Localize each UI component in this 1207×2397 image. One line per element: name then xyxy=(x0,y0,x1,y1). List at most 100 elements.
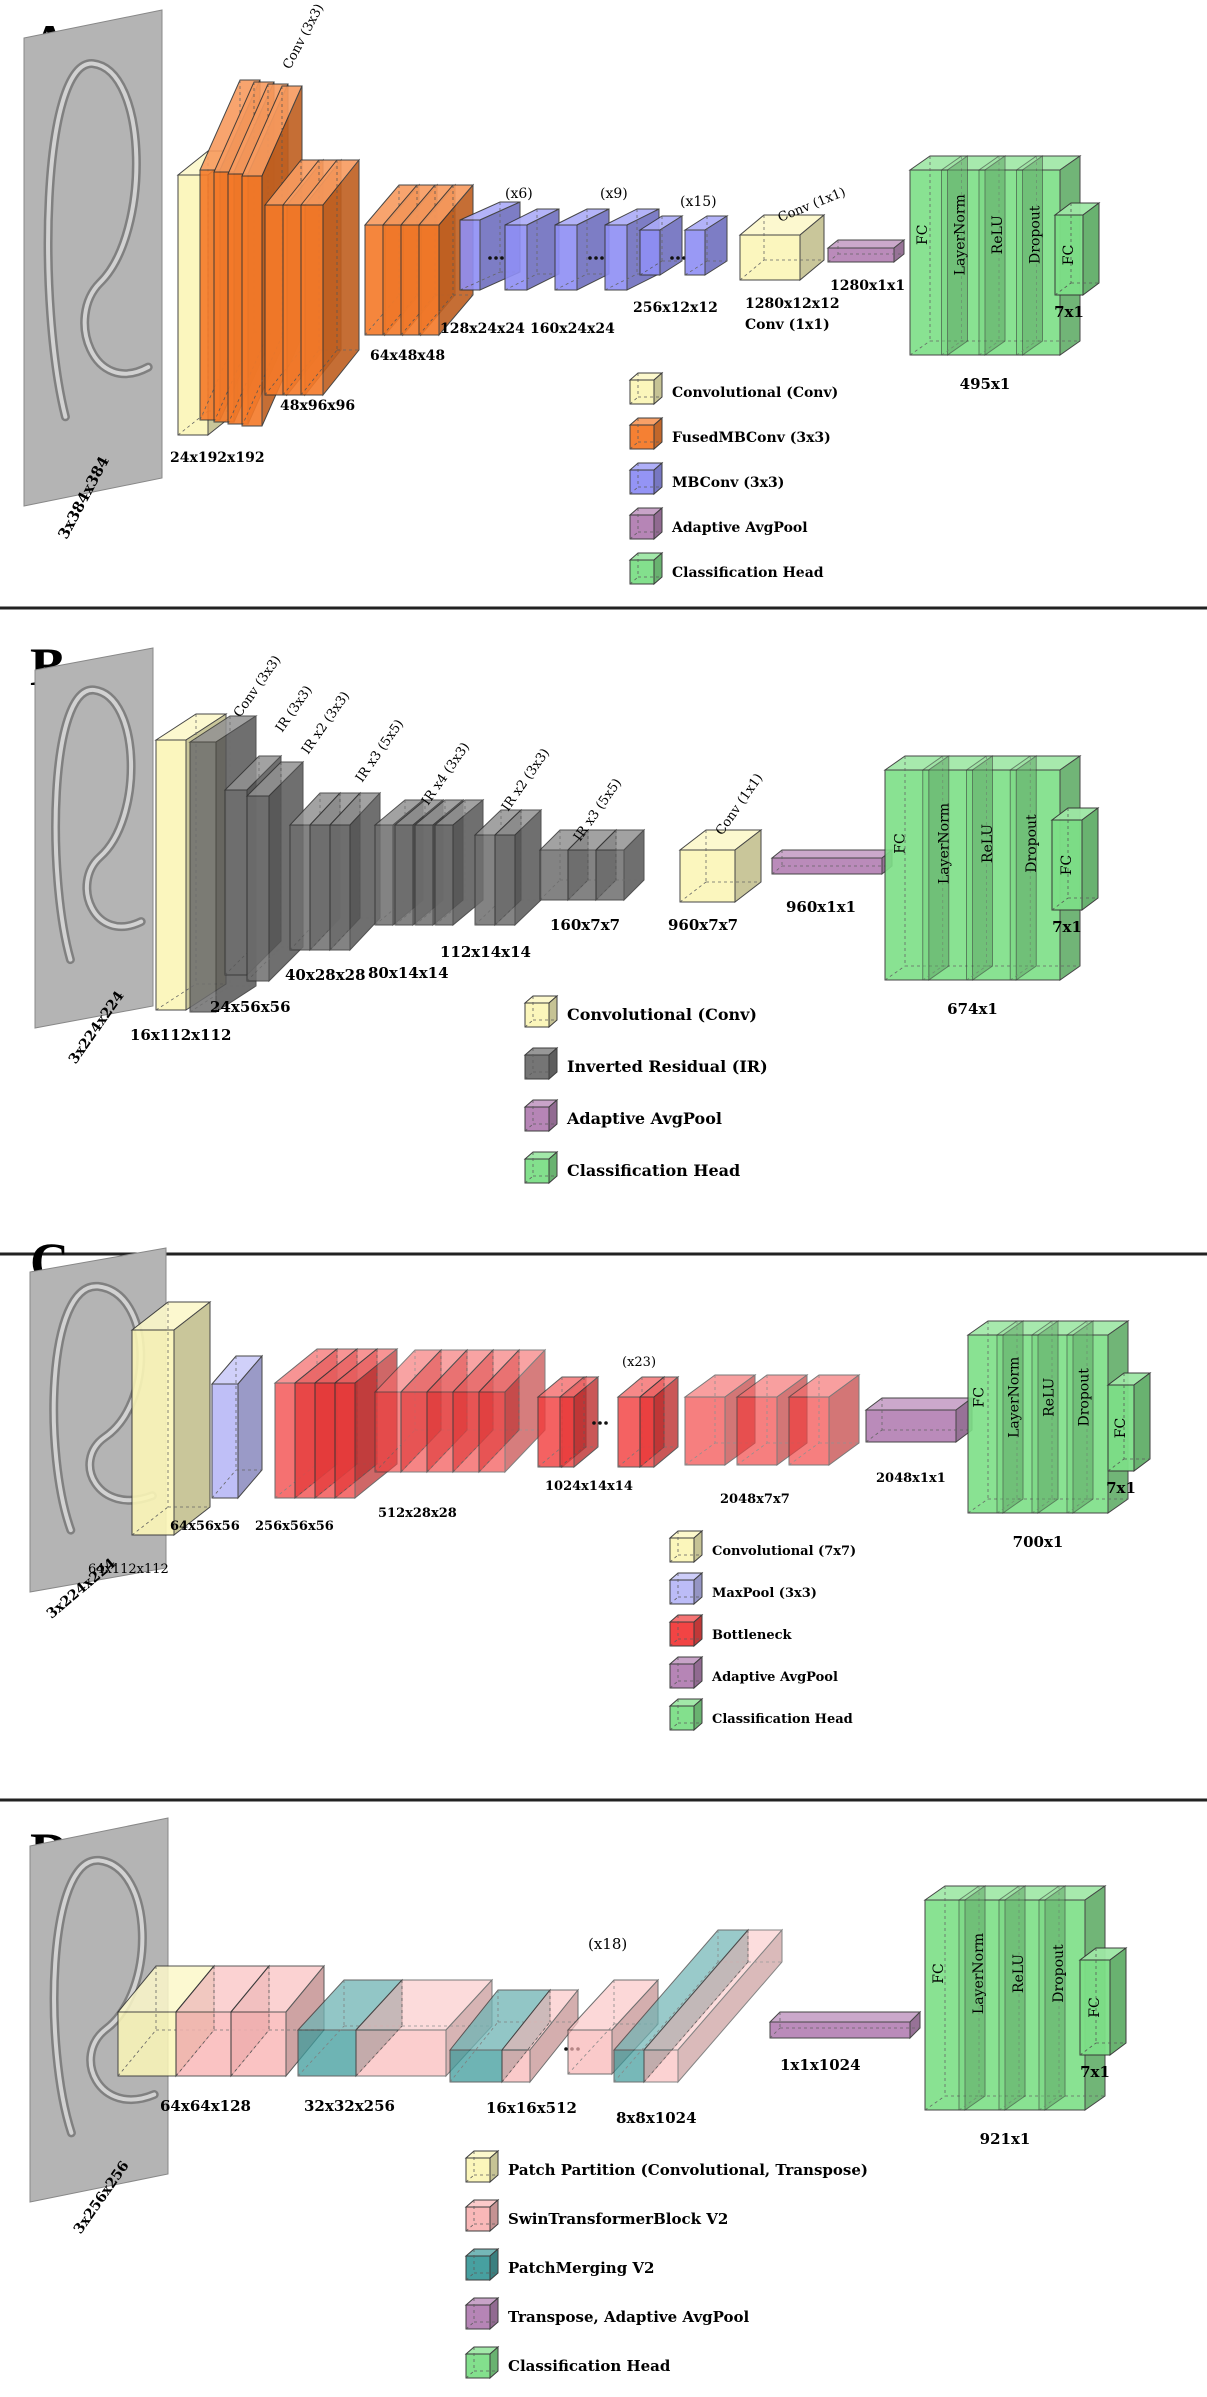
head-layer-divider xyxy=(1014,155,1045,356)
dim-label: 2048x7x7 xyxy=(720,1492,790,1507)
dim-label: 24x56x56 xyxy=(210,998,291,1016)
swin-block xyxy=(642,1928,784,2084)
head-layer-divider xyxy=(921,755,951,981)
legend-label: FusedMBConv (3x3) xyxy=(672,430,831,446)
legend-label: Classification Head xyxy=(508,2357,671,2375)
block-annotation: Conv (1x1) xyxy=(713,771,766,838)
legend-swatch xyxy=(628,551,664,586)
block-annotation: (x9) xyxy=(600,186,628,202)
head-layer-label: FC xyxy=(893,833,909,853)
head-output-fc xyxy=(1053,202,1101,296)
dim-label: 64x48x48 xyxy=(370,348,445,364)
ellipsis-dot xyxy=(600,256,604,260)
head-layer-label: FC xyxy=(931,1963,947,1983)
head-output-fc xyxy=(1106,1372,1152,1472)
ir-block xyxy=(594,828,646,902)
legend-swatch xyxy=(523,1046,559,1081)
head-layer-label: Dropout xyxy=(1027,205,1043,264)
dim-label: 960x1x1 xyxy=(786,898,856,916)
head-dim-label: 495x1 xyxy=(960,375,1011,393)
mbconv-block xyxy=(683,215,729,276)
dim-label: 128x24x24 xyxy=(440,321,525,337)
legend-swatch xyxy=(464,2345,500,2380)
legend-label: Classification Head xyxy=(672,565,824,581)
legend-label: Classification Head xyxy=(712,1712,853,1727)
dim-label: 64x64x128 xyxy=(160,2097,251,2115)
legend-swatch xyxy=(628,416,664,451)
dim-label: 40x28x28 xyxy=(285,966,366,984)
ir-block xyxy=(493,808,543,927)
block-annotation: Conv (1x1) xyxy=(745,317,830,333)
dim-label: 64x56x56 xyxy=(170,1519,240,1534)
head-layer-divider xyxy=(977,155,1007,356)
block-annotation: (x23) xyxy=(622,1355,656,1370)
ellipsis-dot xyxy=(670,256,674,260)
head-output-fc xyxy=(1050,807,1100,911)
head-layer-label: LayerNorm xyxy=(936,803,952,884)
head-layer-label: FC xyxy=(1059,855,1075,875)
legend-label: PatchMerging V2 xyxy=(508,2259,655,2277)
bottleneck-block xyxy=(477,1348,547,1474)
dim-label: 16x112x112 xyxy=(130,1026,231,1044)
head-layer-divider xyxy=(997,1885,1027,2111)
legend-label: Classification Head xyxy=(567,1161,740,1180)
dim-label: 64x112x112 xyxy=(88,1562,169,1577)
ellipsis-dot xyxy=(604,1421,608,1425)
legend-label: MBConv (3x3) xyxy=(672,475,784,491)
dim-label: 112x14x14 xyxy=(440,943,531,961)
output-dim-label: 7x1 xyxy=(1054,303,1084,321)
input-image xyxy=(29,1817,169,2203)
dim-label: 160x7x7 xyxy=(550,916,620,934)
head-layer-divider xyxy=(957,1885,987,2111)
conv-block xyxy=(678,828,763,904)
dim-label: 24x192x192 xyxy=(170,450,265,466)
ellipsis-dot xyxy=(564,2047,568,2051)
block-annotation: IR x3 (5x5) xyxy=(353,717,407,785)
legend-swatch xyxy=(668,1655,704,1690)
ellipsis-dot xyxy=(494,256,498,260)
head-output-fc xyxy=(1078,1947,1128,2056)
input-image xyxy=(34,647,154,1029)
legend-label: Convolutional (Conv) xyxy=(672,385,838,401)
legend-label: MaxPool (3x3) xyxy=(712,1586,817,1601)
head-layer-divider xyxy=(1008,755,1038,981)
head-layer-label: Dropout xyxy=(1024,814,1040,873)
ellipsis-dot xyxy=(592,1421,596,1425)
bottleneck-block xyxy=(787,1374,861,1466)
head-layer-label: LayerNorm xyxy=(971,1933,987,2014)
legend-label: Adaptive AvgPool xyxy=(711,1670,838,1685)
bottleneck-block xyxy=(638,1375,680,1469)
block-annotation: (x15) xyxy=(680,194,717,210)
legend-label: Convolutional (Conv) xyxy=(567,1005,757,1024)
head-layer-label: ReLU xyxy=(990,215,1006,254)
head-layer-label: Dropout xyxy=(1077,1368,1093,1427)
maxpool-block xyxy=(210,1354,264,1500)
dim-label: 2048x1x1 xyxy=(876,1471,946,1486)
head-layer-divider xyxy=(1030,1320,1060,1514)
head-layer-label: FC xyxy=(1061,245,1077,265)
dim-label: 512x28x28 xyxy=(378,1506,457,1521)
swin-block xyxy=(229,1964,326,2078)
dim-label: 8x8x1024 xyxy=(616,2109,697,2127)
avgpool-block xyxy=(826,238,906,264)
head-layer-label: FC xyxy=(915,225,931,245)
head-layer-label: FC xyxy=(1113,1418,1129,1438)
legend-swatch xyxy=(668,1571,704,1606)
avgpool-block xyxy=(768,2010,922,2040)
dim-label: 160x24x24 xyxy=(530,321,615,337)
head-layer-divider xyxy=(964,755,995,981)
block-annotation: IR (3x3) xyxy=(273,683,316,735)
dim-label: 32x32x256 xyxy=(304,2097,395,2115)
dim-label: 1280x12x12 xyxy=(745,296,840,312)
head-layer-label: ReLU xyxy=(1042,1378,1058,1417)
legend-swatch xyxy=(464,2149,500,2184)
legend-label: SwinTransformerBlock V2 xyxy=(508,2210,728,2228)
legend-swatch xyxy=(523,1098,559,1133)
head-layer-label: FC xyxy=(972,1387,988,1407)
legend-label: Convolutional (7x7) xyxy=(712,1544,856,1559)
legend-swatch xyxy=(628,461,664,496)
legend-label: Transpose, Adaptive AvgPool xyxy=(508,2308,750,2326)
avgpool-block xyxy=(770,848,894,876)
conv-block xyxy=(738,213,826,282)
